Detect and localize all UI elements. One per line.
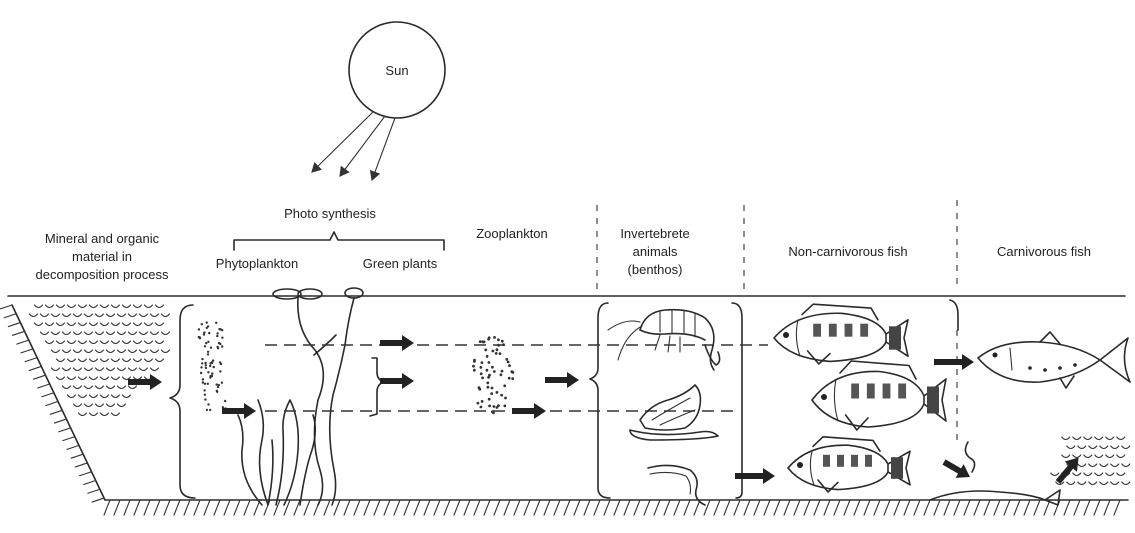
sun-label: Sun [385,63,408,78]
tilapia-fish-icon-1 [774,304,908,364]
mineral-label-line3: decomposition process [36,267,169,282]
zooplankton-label: Zooplankton [476,226,548,241]
brace-producers [170,305,195,498]
photosynthesis-brace [234,232,444,250]
sun-icon: Sun [349,22,445,118]
worm-icon [648,465,705,505]
dead-fish-icon [930,490,1060,505]
tilapia-fish-icon-3 [788,437,910,492]
brace-invertebrates-right [732,303,742,498]
mineral-label-line1: Mineral and organic [45,231,160,246]
tilapia-fish-icon-2 [812,361,946,430]
carnivorous-label: Carnivorous fish [997,244,1091,259]
invertebrate-label-line1: Invertebrete [620,226,689,241]
photosynthesis-label: Photo synthesis [284,206,376,221]
non-carnivorous-label: Non-carnivorous fish [788,244,907,259]
brace-producers-output [370,358,384,416]
invertebrate-label-line3: (benthos) [628,262,683,277]
mineral-material-pattern [29,305,169,416]
brace-non-carnivorous-right [950,300,958,330]
invertebrate-label-line2: animals [633,244,678,259]
green-plant-icon [238,288,363,505]
sediment-hatching [104,500,1120,515]
sun-rays [312,112,395,180]
phytoplankton-label: Phytoplankton [216,256,298,271]
phytoplankton-dots [198,321,227,411]
snail-icon [630,385,718,440]
zooplankton-dots [472,336,514,414]
shrimp-icon [608,310,720,370]
mineral-label-line2: material in [72,249,132,264]
green-plants-label: Green plants [363,256,438,271]
carnivorous-fish-icon [978,332,1130,388]
brace-invertebrates-left [590,303,610,498]
